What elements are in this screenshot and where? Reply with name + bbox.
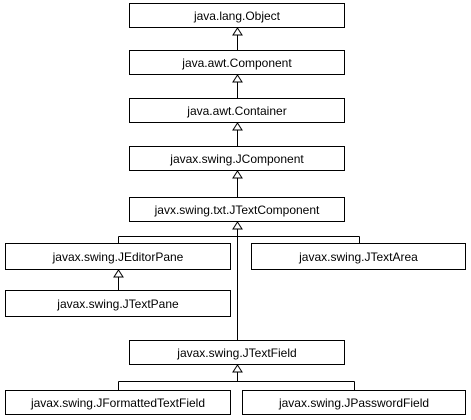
inheritance-arrowhead-jtextfield (232, 364, 243, 373)
class-box-javax-swing-jtextfield: javax.swing.JTextField (129, 340, 345, 365)
inheritance-arrowhead-object (232, 27, 243, 36)
class-box-java-awt-container: java.awt.Container (129, 98, 345, 123)
class-box-jtextcomponent: javx.swing.txt.JTextComponent (129, 197, 345, 222)
inheritance-arrowhead-jtextcomponent (232, 221, 243, 230)
inheritance-arrowhead-jcomponent (232, 170, 243, 179)
class-box-javax-swing-jeditorpane: javax.swing.JEditorPane (5, 243, 231, 270)
class-box-javax-swing-jtextpane: javax.swing.JTextPane (5, 290, 231, 317)
class-box-javax-swing-jtextarea: javax.swing.JTextArea (251, 243, 466, 270)
inheritance-arrowhead-container (232, 122, 243, 131)
class-box-java-lang-object: java.lang.Object (129, 3, 345, 28)
class-box-javax-swing-jpasswordfield: javax.swing.JPasswordField (242, 390, 466, 415)
class-box-javax-swing-jcomponent: javax.swing.JComponent (129, 146, 345, 171)
inheritance-arrowhead-jeditorpane (113, 269, 124, 278)
inheritance-arrowhead-component (232, 74, 243, 83)
class-box-java-awt-component: java.awt.Component (129, 50, 345, 75)
class-box-javax-swing-jformattedtextfield: javax.swing.JFormattedTextField (5, 390, 231, 415)
